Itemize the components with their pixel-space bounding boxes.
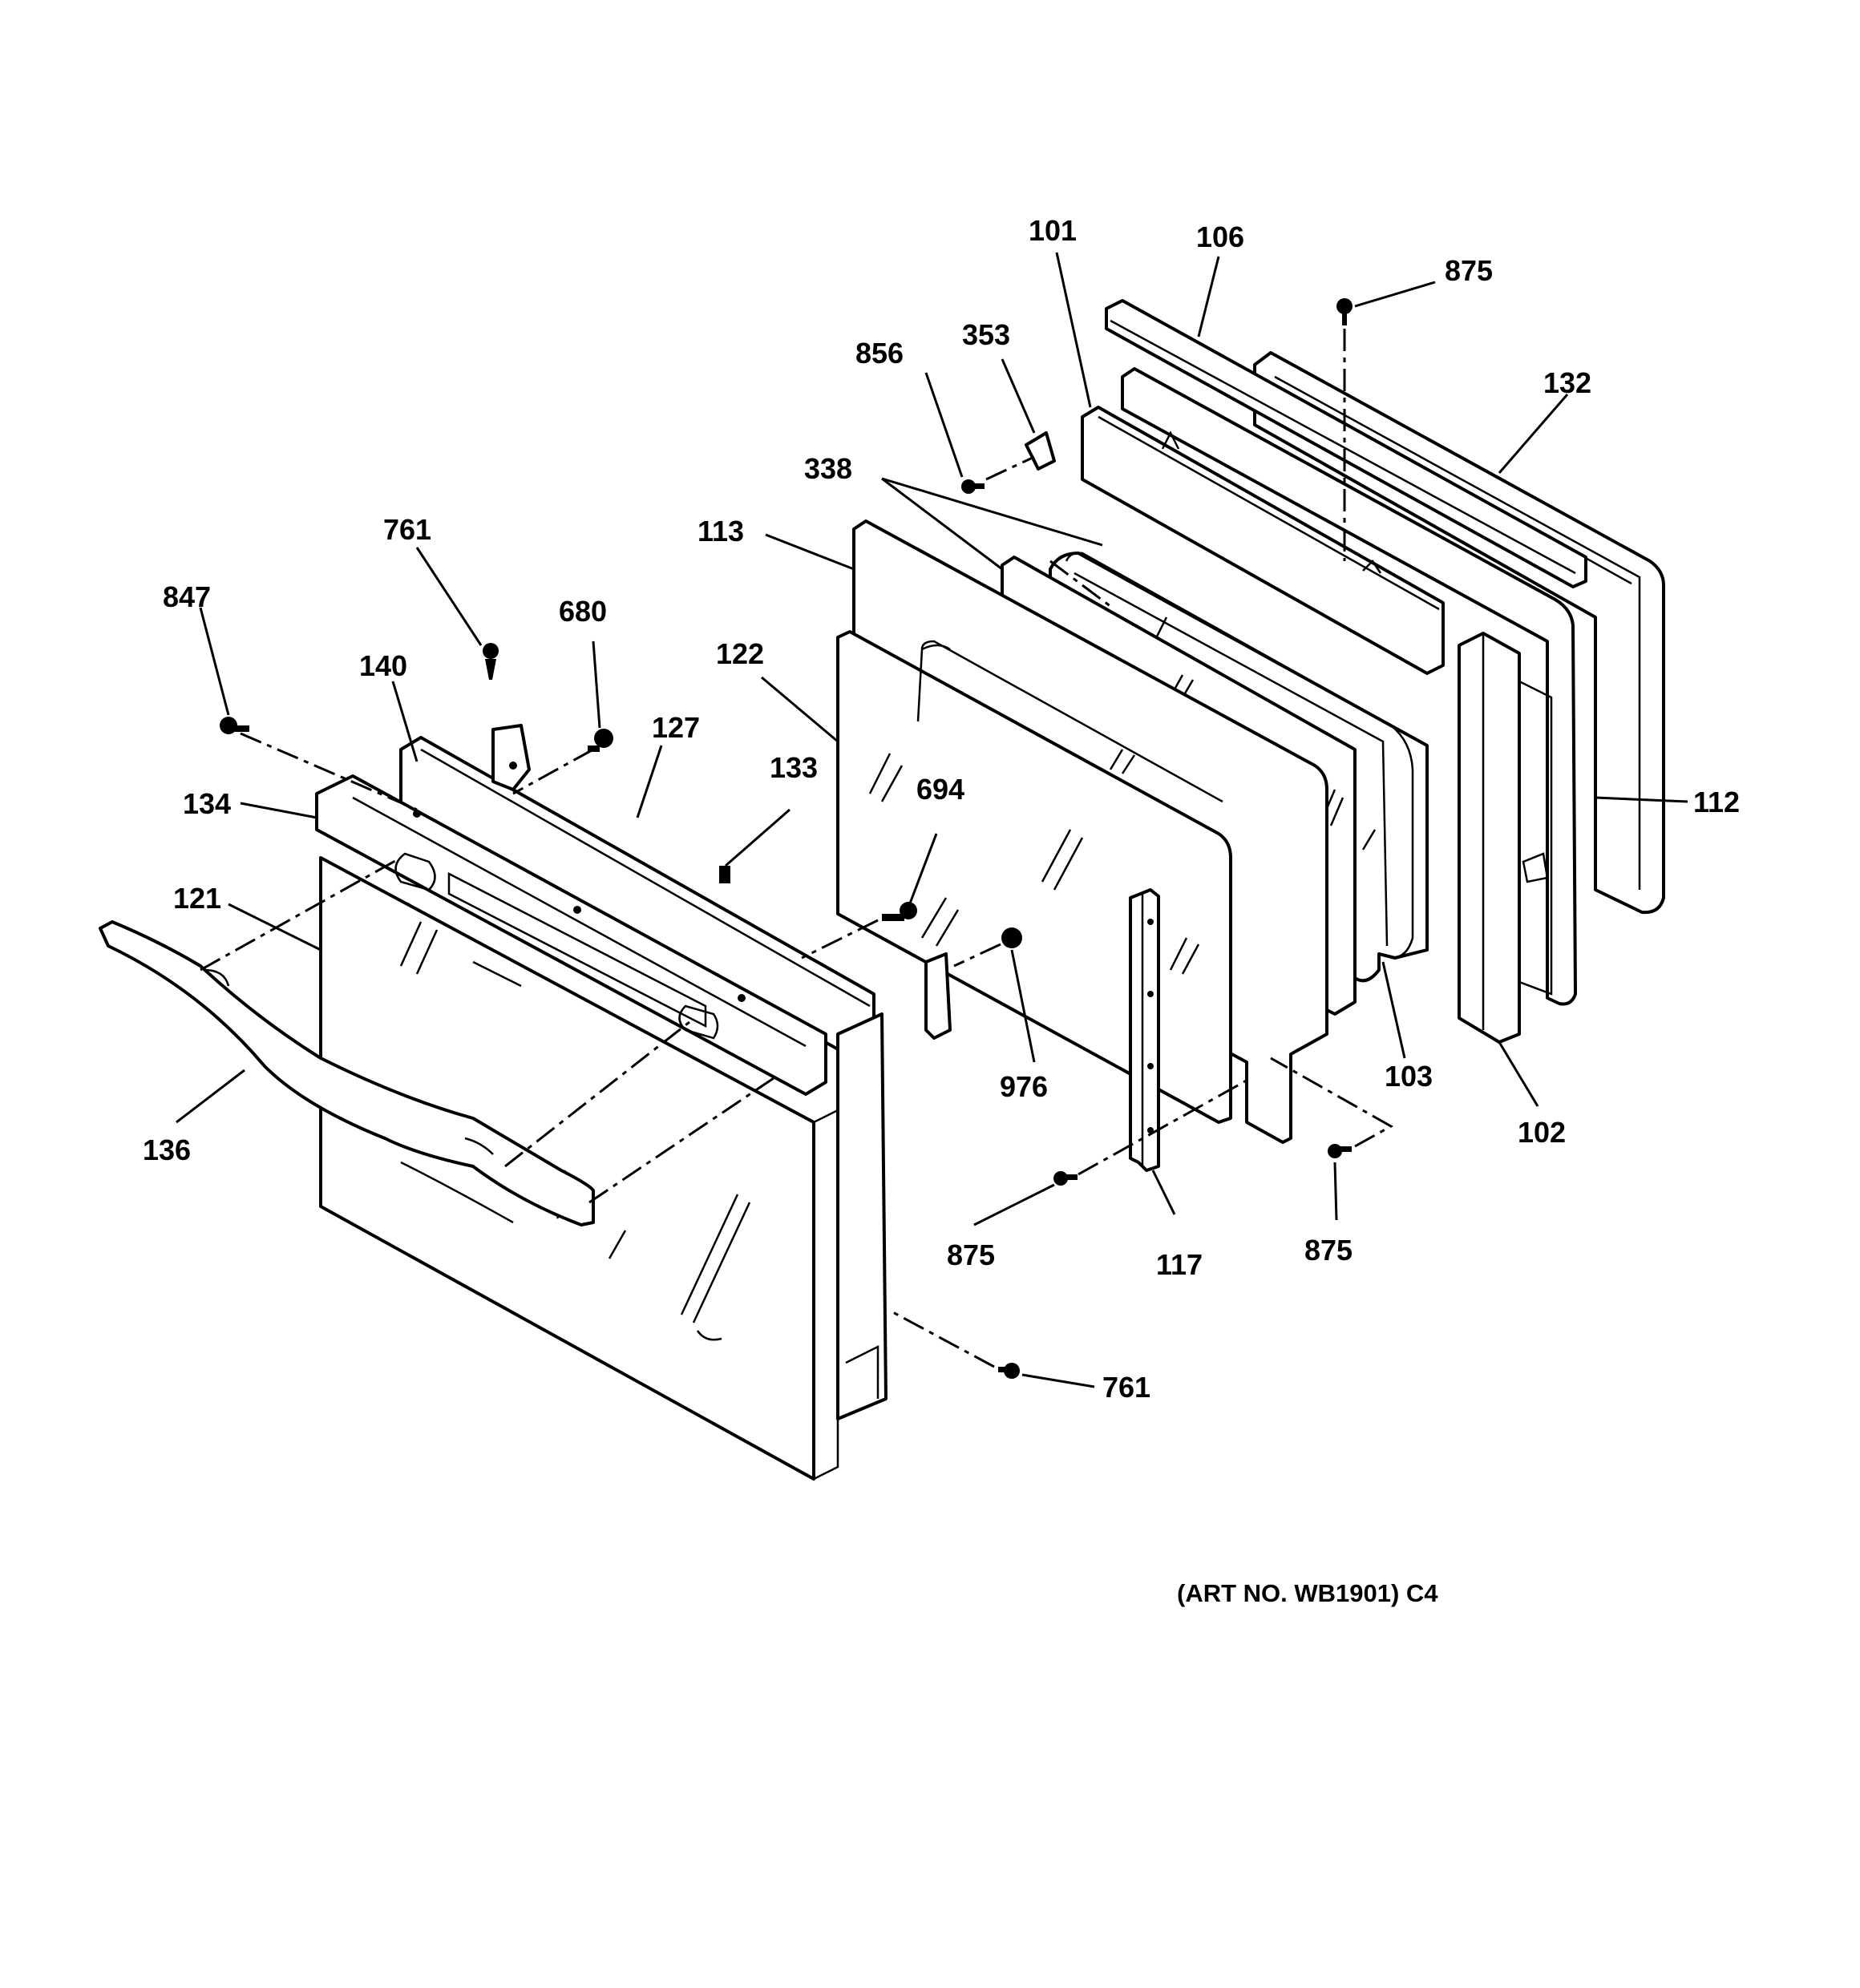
callout-134: 134 [183,787,231,820]
leader-lines [176,252,1688,1388]
callout-875-right: 875 [1304,1234,1353,1267]
hardware [220,298,1353,1379]
part-101-inner-panel [1081,367,1577,1006]
nut-976-icon [1001,927,1022,948]
part-134-trim-bar [315,774,827,1096]
callout-338: 338 [804,452,852,485]
screw-694-icon [882,902,917,921]
callout-121: 121 [173,882,221,915]
part-102-side-channel [1458,632,1553,1044]
screw-847-icon [220,717,249,734]
callout-122: 122 [716,637,764,670]
callout-102: 102 [1518,1116,1566,1149]
callout-353: 353 [962,318,1010,351]
callout-875-top: 875 [1445,254,1493,287]
callout-112: 112 [1693,786,1740,818]
part-117-hinge-bracket [1129,888,1160,1172]
screw-875-right-icon [1328,1144,1352,1158]
callout-761-top: 761 [383,513,431,546]
part-133-clip [719,866,730,883]
callout-694: 694 [916,773,964,806]
callout-117: 117 [1156,1248,1203,1281]
art-number: (ART NO. WB1901) C4 [1177,1579,1438,1607]
screw-875-top-icon [1336,298,1353,325]
callout-847: 847 [163,580,211,613]
part-106-top-channel [1105,299,1587,588]
callout-976: 976 [1000,1070,1048,1103]
callout-106: 106 [1196,220,1244,253]
callout-127: 127 [652,711,700,744]
assembly-lines [200,329,1394,1368]
screw-875-left-icon [1053,1171,1078,1186]
callout-136: 136 [143,1133,191,1166]
callout-101: 101 [1029,214,1077,247]
callout-761-bottom: 761 [1102,1371,1150,1404]
nut-680-icon [588,729,613,752]
part-136-handle [99,920,595,1226]
part-121-front-glass [319,856,888,1481]
callout-113: 113 [698,515,744,548]
callout-132: 132 [1543,366,1591,399]
callout-140: 140 [359,649,407,682]
callout-labels: 101 106 875 856 353 132 338 113 761 847 … [143,214,1740,1404]
callout-133: 133 [770,751,818,784]
clip-353-icon [1025,431,1056,471]
callout-680: 680 [559,595,607,628]
callout-856: 856 [855,337,904,370]
screw-761-top-icon [483,643,499,680]
callout-875-left: 875 [947,1238,995,1271]
callout-103: 103 [1385,1060,1433,1093]
small-bracket [924,952,952,1040]
screw-761-bottom-icon [998,1363,1020,1379]
screw-856-icon [961,479,985,494]
